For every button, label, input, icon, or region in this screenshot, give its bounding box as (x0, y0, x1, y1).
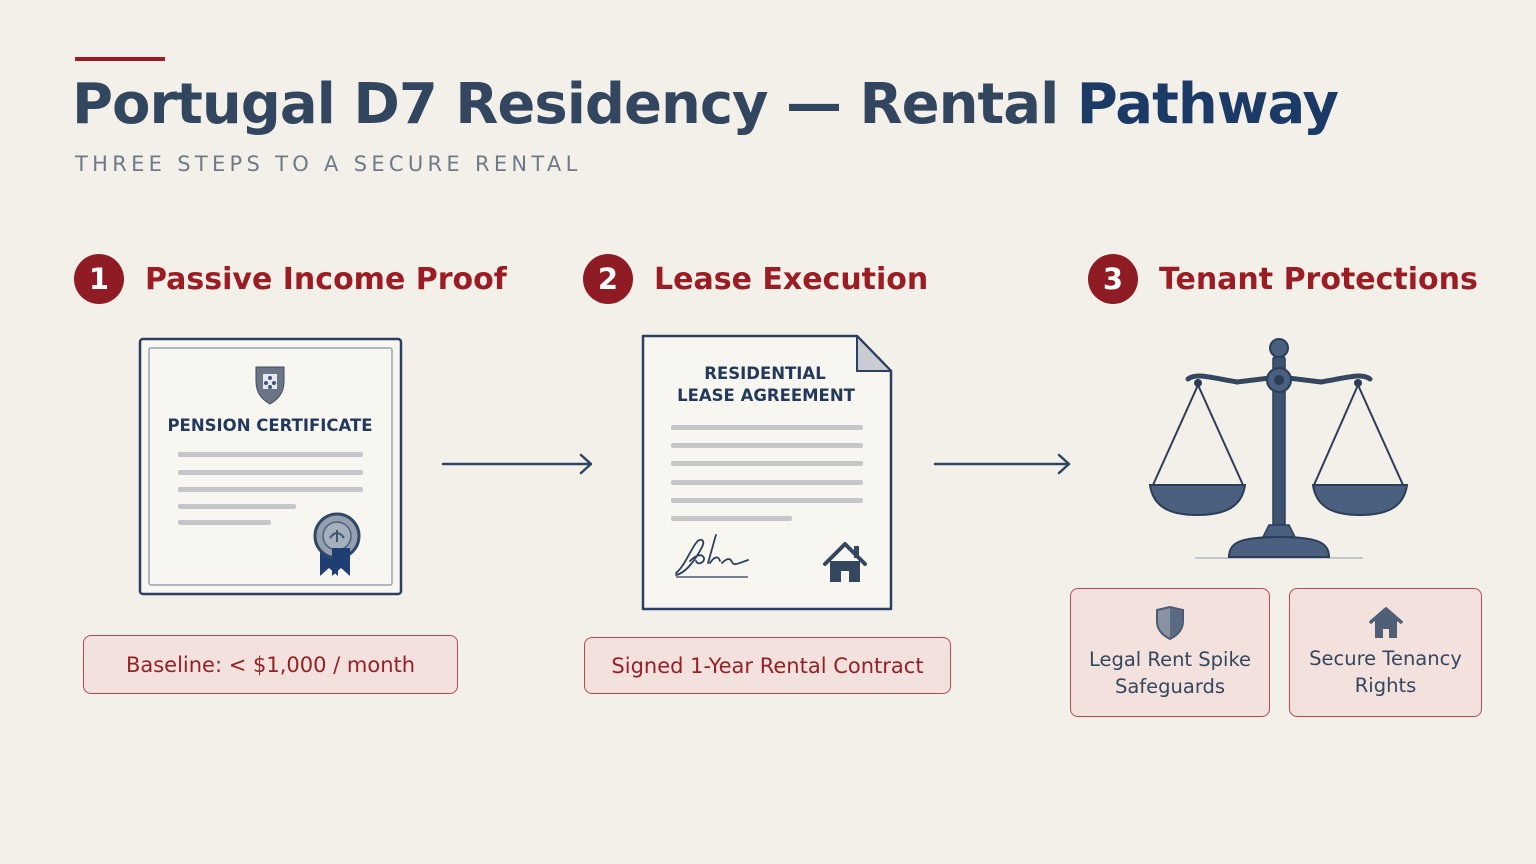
pension-certificate-illustration: PENSION CERTIFICATE (138, 337, 403, 596)
shield-icon (1156, 605, 1184, 640)
step-3-header: 3 Tenant Protections (1088, 254, 1478, 304)
step-2-tag: Signed 1-Year Rental Contract (584, 637, 951, 694)
step-3-title: Tenant Protections (1159, 261, 1478, 297)
step-1-tag: Baseline: < $1,000 / month (83, 635, 458, 694)
page-title-highlight: Pathway (1076, 72, 1339, 137)
step-2-number-badge: 2 (583, 254, 633, 304)
coat-of-arms-icon (255, 366, 285, 405)
arrow-step2-to-step3 (933, 453, 1071, 475)
step-1-title: Passive Income Proof (145, 261, 507, 297)
protection-rent-spike-line-2: Safeguards (1114, 674, 1226, 698)
protection-card-rent-spike: Legal Rent Spike Safeguards (1070, 588, 1270, 717)
house-icon (1368, 606, 1403, 638)
lease-agreement-illustration: RESIDENTIAL LEASE AGREEMENT (641, 334, 893, 611)
protection-tenancy-line-1: Secure Tenancy (1309, 646, 1462, 670)
arrow-step1-to-step2 (441, 453, 593, 475)
protection-rent-spike-line-1: Legal Rent Spike (1088, 647, 1252, 671)
protection-card-secure-tenancy: Secure Tenancy Rights (1289, 588, 1482, 717)
certificate-label: PENSION CERTIFICATE (167, 416, 372, 435)
signature-icon (675, 534, 749, 576)
step-1-header: 1 Passive Income Proof (74, 254, 507, 304)
lease-label-line-2: LEASE AGREEMENT (677, 386, 856, 405)
page-title-main: Portugal D7 Residency — Rental (72, 72, 1077, 137)
page-subtitle: THREE STEPS TO A SECURE RENTAL (75, 152, 582, 176)
lease-label-line-1: RESIDENTIAL (704, 364, 826, 383)
seal-ribbon-icon (313, 512, 361, 576)
title-accent-bar (75, 57, 165, 61)
page-title: Portugal D7 Residency — Rental Pathway (72, 72, 1339, 137)
step-1-number-badge: 1 (74, 254, 124, 304)
step-2-header: 2 Lease Execution (583, 254, 928, 304)
scales-of-justice-icon (1148, 338, 1409, 559)
step-2-title: Lease Execution (654, 261, 929, 297)
step-3-number-badge: 3 (1088, 254, 1138, 304)
house-icon (823, 542, 867, 582)
protection-tenancy-line-2: Rights (1354, 673, 1417, 697)
